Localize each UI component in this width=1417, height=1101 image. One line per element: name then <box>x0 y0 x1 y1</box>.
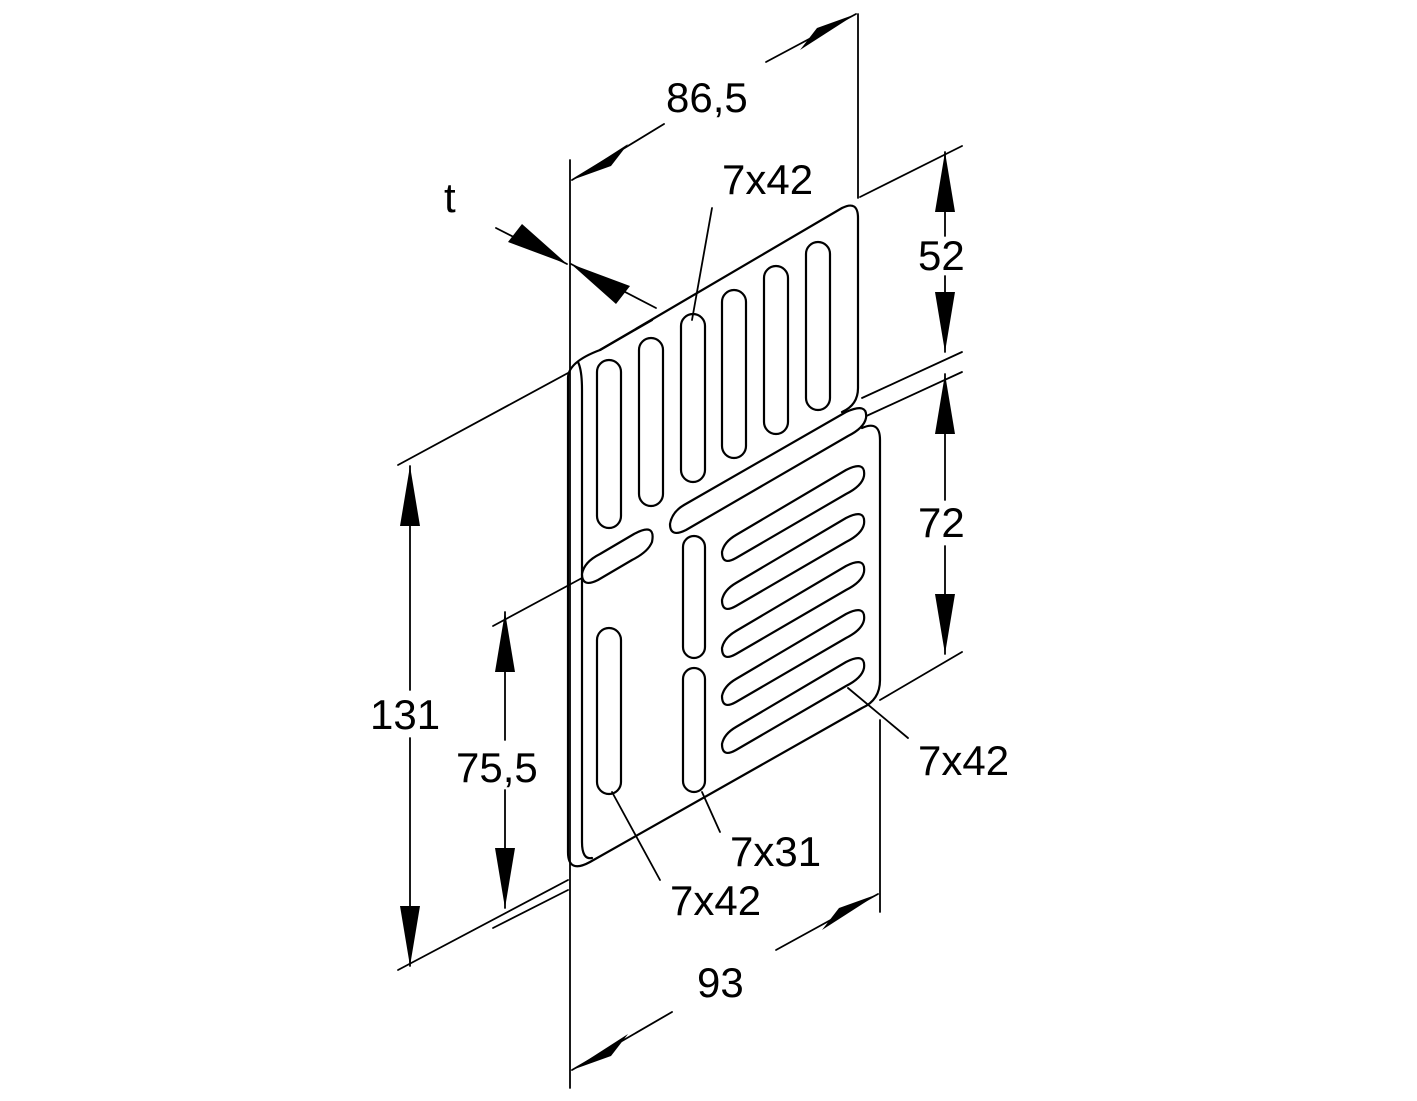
slot <box>595 358 623 530</box>
dim-total-height: 131 <box>370 691 440 738</box>
slot <box>679 312 707 484</box>
dim-lower-left-height: 75,5 <box>456 744 538 791</box>
horizontal-slots <box>720 465 866 754</box>
slot-label-middle: 7x31 <box>730 828 821 875</box>
arrowhead <box>935 292 955 352</box>
slot <box>762 264 790 436</box>
slot <box>720 657 866 754</box>
arrowhead <box>495 848 515 908</box>
slot <box>720 561 866 658</box>
slot <box>668 407 868 535</box>
arrowhead <box>508 224 567 264</box>
arrowhead <box>800 14 856 50</box>
slot-label-right: 7x42 <box>918 737 1009 784</box>
slot <box>720 513 866 610</box>
upper-vertical-slots <box>595 240 832 530</box>
slot <box>681 666 707 794</box>
slot <box>595 626 623 796</box>
arrowhead <box>935 374 955 434</box>
arrowhead <box>572 144 628 180</box>
dim-top-width: 86,5 <box>666 74 748 121</box>
dim-bottom-width: 93 <box>697 959 744 1006</box>
arrowhead <box>400 466 420 526</box>
plate-edge-thickness <box>576 360 594 860</box>
slot <box>720 465 866 562</box>
arrowhead <box>571 264 630 304</box>
slot <box>804 240 832 412</box>
connector-plate <box>566 204 882 868</box>
dim-upper-height: 52 <box>918 232 965 279</box>
arrowhead <box>935 594 955 654</box>
plate-outline <box>566 204 882 868</box>
extension-lines <box>397 13 963 1089</box>
arrowhead <box>572 1034 628 1070</box>
arrowhead <box>822 894 878 930</box>
slot <box>580 528 654 585</box>
slot-label-upper: 7x42 <box>722 156 813 203</box>
dimension-labels: 86,5 t 52 72 131 75,5 93 <box>370 74 965 1006</box>
lower-vertical-slots <box>595 534 707 796</box>
arrowhead <box>935 152 955 212</box>
arrowheads <box>400 14 955 1070</box>
slot <box>637 336 665 508</box>
slots <box>580 240 868 796</box>
slot <box>681 534 707 660</box>
slot-label-left: 7x42 <box>670 877 761 924</box>
leader-lines <box>611 207 909 881</box>
slot-labels: 7x42 7x42 7x31 7x42 <box>670 156 1009 924</box>
dim-thickness: t <box>444 174 456 221</box>
arrowhead <box>495 612 515 672</box>
diagonal-separator-slots <box>580 407 868 585</box>
slot <box>720 609 866 706</box>
arrowhead <box>400 906 420 966</box>
dim-lower-height: 72 <box>918 499 965 546</box>
slot <box>720 288 748 460</box>
